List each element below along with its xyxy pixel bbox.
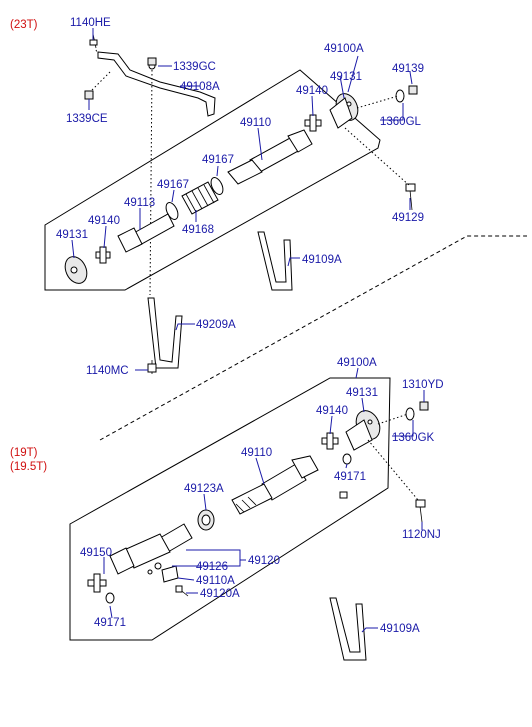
dust-boot-icon (181, 181, 219, 215)
flange-yoke-right-icon (329, 93, 359, 129)
leader-dotted (95, 49, 99, 55)
u-bolt-49109a-lower-icon (329, 597, 367, 661)
callout-49110-lower: 49110 (241, 447, 272, 459)
stub-shaft-icon (117, 213, 175, 253)
nut-1339gc-icon (147, 57, 157, 66)
nut-1310yd-icon (419, 401, 429, 411)
callout-49100a-upper: 49100A (324, 43, 364, 55)
upper-leader-lines (71, 28, 413, 371)
callout-49167-a: 49167 (202, 154, 234, 166)
callout-49140-lower: 49140 (88, 215, 120, 227)
callout-49120a: 49120A (200, 588, 240, 600)
callout-1140mc: 1140MC (86, 365, 129, 377)
nut-1339ce-icon (84, 90, 94, 100)
bolt-1140mc-icon (147, 360, 157, 374)
callout-49139: 49139 (392, 63, 424, 75)
alignment-dotted-line (149, 69, 153, 296)
callout-49129: 49129 (392, 212, 424, 224)
nut-49139-icon (408, 85, 418, 95)
callout-49123a: 49123A (184, 483, 224, 495)
callout-49150: 49150 (80, 547, 112, 559)
callout-49126: 49126 (196, 561, 228, 573)
callout-1360gk: 1360GK (392, 432, 435, 444)
center-bearing-icon (197, 509, 215, 531)
leader-dotted (344, 127, 411, 187)
callout-49120: 49120 (248, 555, 280, 567)
flange-yoke-lower-right-icon (345, 410, 381, 451)
callout-1360gl: 1360GL (380, 116, 422, 128)
section-divider-line (99, 235, 527, 441)
callout-49167-b: 49167 (157, 179, 189, 191)
universal-joint-spider-low-icon (95, 246, 111, 264)
leader-dotted (367, 439, 419, 501)
callout-1339ce: 1339CE (66, 113, 108, 125)
callout-49171-top: 49171 (334, 471, 366, 483)
bolt-1120nj-icon (415, 499, 426, 523)
callout-1120nj: 1120NJ (402, 529, 441, 541)
upper-assembly-frame (44, 69, 381, 291)
flange-yoke-left-icon (64, 256, 88, 284)
group-label-23t: (23T) (10, 19, 38, 31)
callout-49168: 49168 (182, 224, 214, 236)
callout-49131-lower: 49131 (56, 229, 88, 241)
callout-49109a-upper: 49109A (302, 254, 342, 266)
callout-49171-low: 49171 (94, 617, 126, 629)
universal-joint-spider-49150-icon (87, 573, 107, 593)
front-shaft-49120-icon (109, 523, 193, 575)
callout-49109a-lower: 49109A (380, 623, 420, 635)
leader-dotted (377, 413, 409, 425)
universal-joint-spider-lower-icon (321, 432, 339, 450)
callout-49140-upper: 49140 (296, 85, 328, 97)
leader-dotted (356, 95, 399, 109)
leader-dotted (91, 71, 111, 91)
group-label-19-5t: (19.5T) (10, 461, 47, 473)
slip-yoke-lower-icon (231, 455, 319, 515)
lower-leader-lines (103, 367, 425, 633)
bracket-49209a-icon (147, 297, 183, 369)
u-bolt-49109a-upper-icon (257, 231, 293, 291)
bolt-49129-icon (405, 183, 416, 211)
bolt-49120a-icon (175, 585, 189, 597)
universal-joint-spider-top-icon (304, 114, 322, 132)
callout-49110-upper: 49110 (240, 117, 271, 129)
callout-49113: 49113 (124, 197, 155, 209)
group-label-19t: (19T) (10, 447, 38, 459)
callout-49110a: 49110A (196, 575, 235, 587)
callout-49108a: 49108A (180, 81, 220, 93)
snap-ring-49171-top-icon (342, 453, 352, 465)
snap-ring-icon (210, 177, 224, 195)
callout-49140-lowgrp: 49140 (316, 405, 348, 417)
lower-assembly-frame (69, 377, 391, 641)
snap-ring-49171-low-icon (105, 592, 115, 604)
slip-yoke-tube-icon (227, 129, 313, 185)
callout-49131-upper: 49131 (330, 71, 362, 83)
callout-49131-lower: 49131 (346, 387, 378, 399)
callout-49100a-lower: 49100A (337, 357, 377, 369)
washer-1360gk-icon (405, 407, 415, 421)
bolt-lower-icon (339, 491, 348, 499)
washer-1360gl-icon (395, 89, 405, 103)
callout-49209a: 49209A (196, 319, 236, 331)
callout-1339gc: 1339GC (173, 61, 216, 73)
callout-1140he: 1140HE (70, 17, 111, 29)
callout-1310yd: 1310YD (402, 379, 444, 391)
